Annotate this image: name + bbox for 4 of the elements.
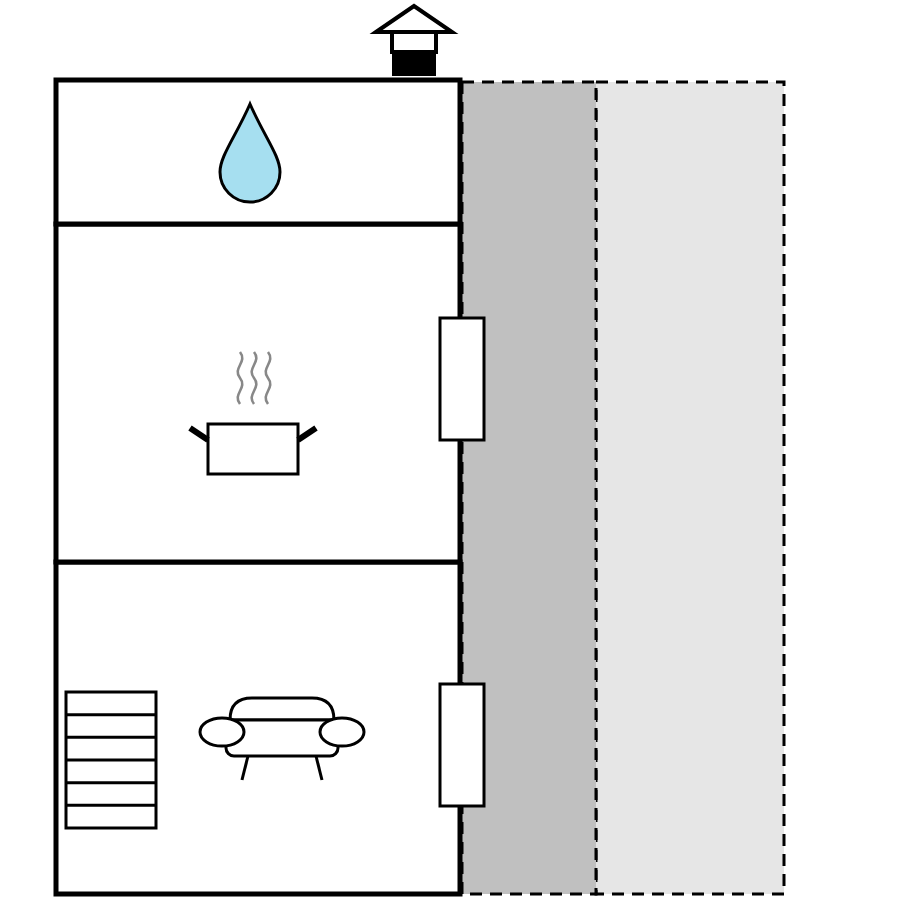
annex-area <box>460 80 598 896</box>
floor-room <box>53 77 463 227</box>
extension-area <box>594 80 786 896</box>
floor-room <box>53 221 463 565</box>
